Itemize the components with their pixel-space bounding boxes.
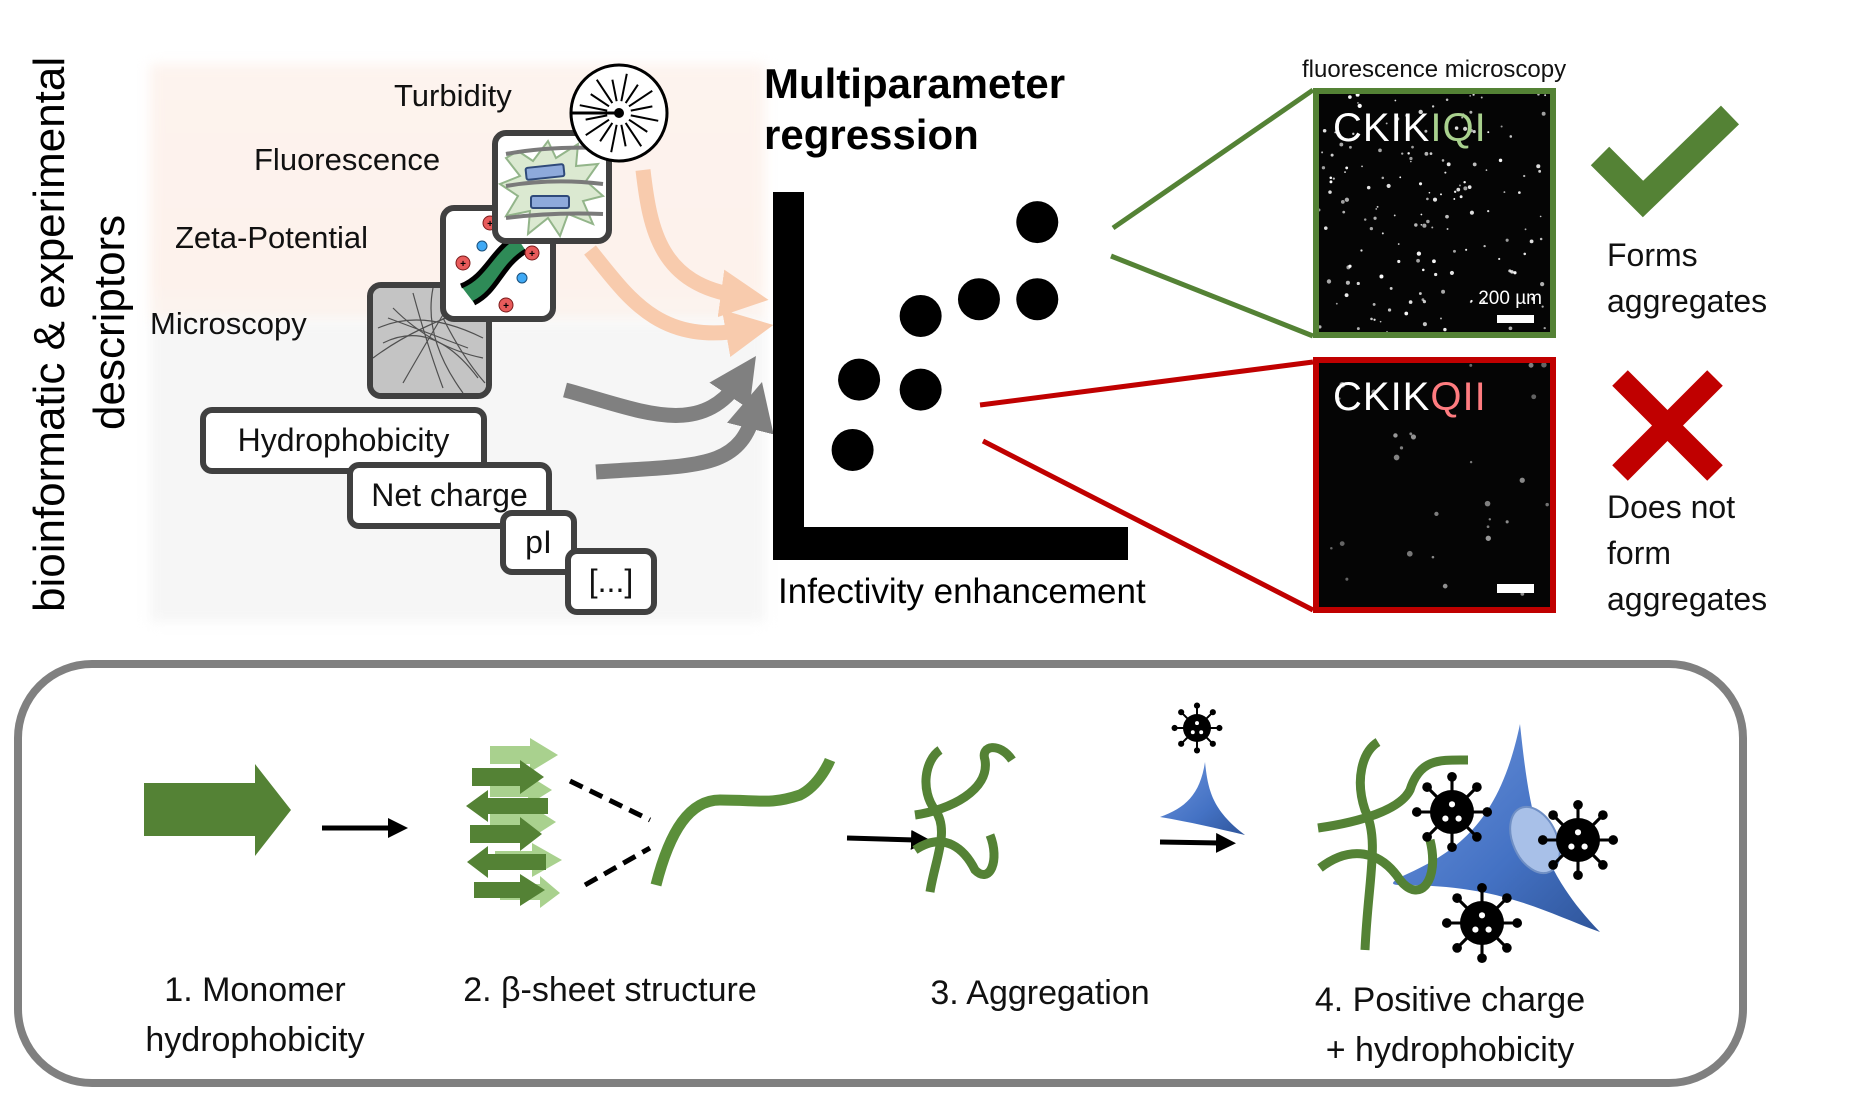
svg-text:+: +: [503, 301, 509, 312]
scale-bar: [1497, 315, 1534, 323]
peach-arrow-2: [584, 245, 774, 357]
x-axis: [773, 527, 1128, 560]
virus-icon: [1537, 799, 1619, 881]
peptide-name-ckikiqi: CKIKIQI: [1333, 106, 1487, 151]
red-connector-top: [979, 359, 1314, 408]
peptide-name-ckikqii: CKIKQII: [1333, 375, 1487, 420]
fluorescence-card: [492, 130, 612, 244]
scale-bar-label: 200 µm: [1478, 288, 1542, 309]
dashed-line-top: [568, 778, 652, 823]
gray-arrow-1: [563, 356, 756, 423]
input-arrows: [563, 169, 774, 480]
check-icon: [1590, 105, 1740, 218]
aggregate-icon: [912, 743, 1016, 893]
virus-icon: [1171, 702, 1223, 754]
verdict-line: Does not: [1607, 489, 1736, 525]
data-point-5: [957, 278, 1000, 321]
step-arrow-2: [846, 829, 931, 850]
step-label-line: + hydrophobicity: [1325, 1031, 1575, 1069]
verdict-forms-aggregates: Forms aggregates: [1607, 232, 1767, 324]
step-label-line: 2. β-sheet structure: [463, 971, 757, 1009]
x-axis-label: Infectivity enhancement: [778, 572, 1146, 611]
data-point-6: [1016, 278, 1059, 321]
regression-title-line2: regression: [764, 111, 979, 159]
data-point-2: [838, 358, 881, 401]
gray-arrow-2: [595, 382, 774, 480]
aggregate-icon-large: [1317, 738, 1469, 951]
scale-bar: [1497, 584, 1534, 593]
micrograph-ckikiqi: CKIKIQI 200 µm: [1313, 88, 1556, 338]
data-point-3: [899, 368, 942, 411]
verdict-line: aggregates: [1607, 581, 1768, 617]
peptide-prefix: CKIK: [1333, 106, 1431, 150]
data-point-4: [899, 294, 942, 337]
cross-icon: [1612, 370, 1723, 481]
cell-icon-small: [1160, 762, 1245, 835]
peptide-prefix: CKIK: [1333, 375, 1431, 419]
micrograph-ckikqii: CKIKQII: [1313, 357, 1556, 613]
svg-text:+: +: [529, 249, 535, 260]
peach-arrow-1: [635, 169, 769, 318]
svg-text:+: +: [460, 259, 466, 270]
descriptor-zeta-label: Zeta-Potential: [175, 220, 368, 255]
virus-icon: [1411, 771, 1493, 853]
step-4-label: 4. Positive charge + hydrophobicity: [1290, 975, 1610, 1075]
step-arrow-3: [1159, 832, 1236, 853]
step-label-line: 4. Positive charge: [1314, 981, 1586, 1019]
mechanism-panel: [14, 660, 1747, 1087]
micrograph-speckles: [1330, 363, 1549, 596]
virus-icon: [1441, 882, 1523, 964]
red-connector-bottom: [981, 438, 1315, 613]
cell-icon-large: [1393, 724, 1600, 932]
microscopy-caption: fluorescence microscopy: [1302, 56, 1567, 83]
verdict-line: Forms: [1607, 237, 1698, 273]
micrograph-speckles: [1319, 94, 1547, 332]
descriptor-microscopy-label: Microscopy: [150, 306, 307, 341]
descriptor-hydrophobicity: Hydrophobicity: [200, 407, 487, 474]
step-1-label: 1. Monomer hydrophobicity: [120, 965, 390, 1065]
step-label-line: 1. Monomer: [164, 971, 346, 1009]
data-point-7: [1016, 201, 1059, 244]
green-connector-bottom: [1110, 253, 1314, 339]
monomer-arrow-icon: [144, 764, 291, 856]
verdict-line: form: [1607, 535, 1671, 571]
step-label-line: 3. Aggregation: [930, 974, 1150, 1012]
beta-sheet-icon: [466, 738, 562, 908]
descriptor-turbidity-label: Turbidity: [394, 78, 512, 113]
regression-title: Multiparameter regression: [764, 58, 1065, 160]
turbidity-scatter-icon: [569, 63, 669, 163]
step-3-label: 3. Aggregation: [890, 968, 1190, 1018]
regression-scatter-chart: [773, 87, 1315, 613]
y-axis: [773, 192, 804, 560]
strand-icon: [650, 757, 836, 887]
verdict-no-aggregates: Does not form aggregates: [1607, 484, 1767, 622]
descriptor-pi: pI: [500, 510, 577, 575]
data-point-1: [831, 428, 874, 471]
cell-nucleus: [1509, 805, 1561, 875]
verdict-line: aggregates: [1607, 283, 1768, 319]
regression-title-line1: Multiparameter: [764, 60, 1066, 107]
step-label-line: hydrophobicity: [145, 1021, 365, 1059]
step-2-label: 2. β-sheet structure: [430, 965, 790, 1015]
descriptor-more: [...]: [565, 548, 657, 615]
svg-text:+: +: [487, 219, 493, 230]
dashed-line-bottom: [583, 845, 652, 888]
green-connector-top: [1111, 87, 1315, 231]
peptide-suffix: IQI: [1430, 106, 1487, 150]
peptide-suffix: QII: [1430, 375, 1487, 419]
descriptor-fluorescence-label: Fluorescence: [254, 142, 441, 177]
